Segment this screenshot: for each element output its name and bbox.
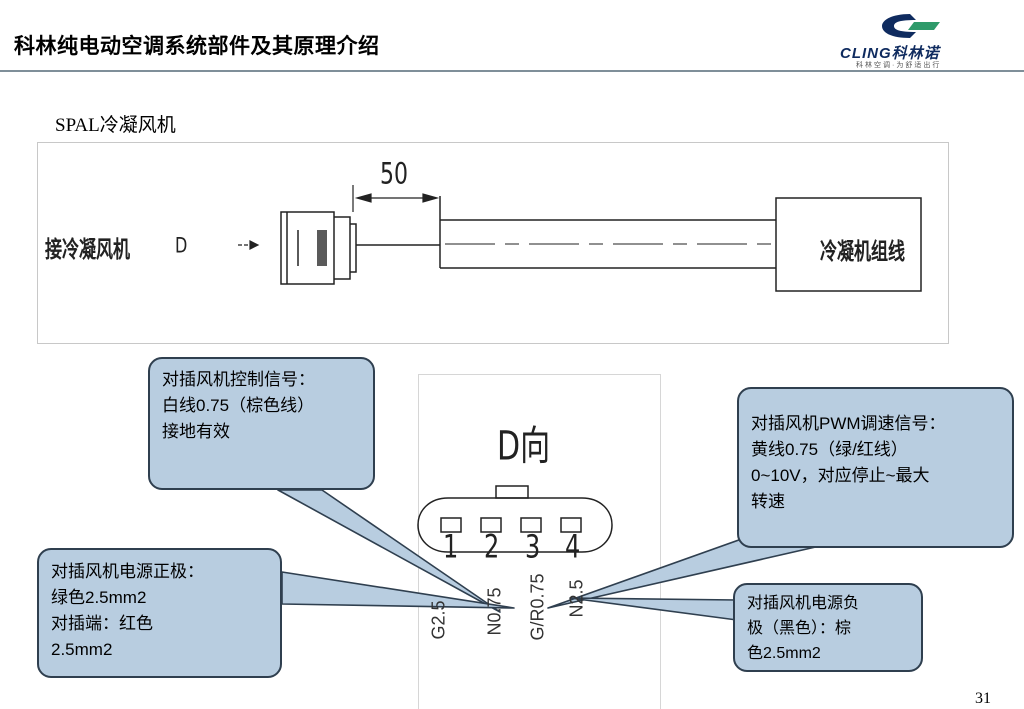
pin-number: 2 [484, 528, 500, 566]
fan-connector-shape [280, 211, 357, 285]
callout-line: 极（黑色）：棕 [747, 620, 852, 637]
condenser-end-label: 冷凝机组线 [820, 238, 905, 266]
cable-shape [356, 196, 776, 269]
power-negative-callout: 对插风机电源负 极（黑色）：棕 色2.5mm2 [733, 583, 923, 672]
page-number: 31 [975, 690, 991, 707]
callout-line: 对插端：红色 [51, 614, 153, 633]
power-positive-callout: 对插风机电源正极： 绿色2.5mm2 对插端：红色 2.5mm2 [37, 548, 282, 678]
company-logo: CLING科林诺 科林空调·为舒适出行 [840, 8, 1010, 69]
section-subtitle: SPAL冷凝风机 [55, 115, 176, 136]
view-direction-label: D向 [497, 422, 551, 471]
fan-harness-drawing-frame [37, 142, 949, 344]
condenser-box-shape [775, 197, 922, 292]
pin-number: 1 [443, 528, 459, 566]
logo-tagline: 科林空调·为舒适出行 [856, 62, 942, 69]
cling-logo-icon [882, 14, 940, 38]
wire-code-label: G2.5 [428, 600, 449, 640]
callout-line: 转速 [751, 492, 785, 511]
callout-line: 对插风机电源负 [747, 595, 860, 612]
header-divider [0, 70, 1024, 72]
logo-text: CLING [840, 45, 892, 62]
callout-line: 色2.5mm2 [747, 645, 821, 662]
dimension-label: 50 [380, 158, 408, 192]
wire-code-label: G/R0.75 [527, 573, 548, 641]
direction-arrow [238, 240, 260, 250]
wire-code-label: N2.5 [566, 579, 587, 618]
logo-chinese-text: 科林诺 [891, 45, 940, 62]
wire-code-label: N0.75 [484, 587, 505, 636]
connector-face-shape [417, 485, 613, 553]
callout-line: 0~10V，对应停止~最大 [751, 466, 930, 485]
fan-end-label: 接冷凝风机 [45, 236, 130, 264]
callout-line: 对插风机控制信号： [162, 370, 315, 389]
pin-number: 4 [565, 528, 581, 566]
control-signal-callout: 对插风机控制信号： 白线0.75（棕色线） 接地有效 [148, 357, 375, 490]
callout-line: 接地有效 [162, 422, 230, 441]
page-title: 科林纯电动空调系统部件及其原理介绍 [14, 34, 380, 58]
direction-marker-label: D [175, 232, 188, 258]
dimension-arrows [352, 185, 440, 212]
pin-number: 3 [525, 528, 541, 566]
callout-line: 绿色2.5mm2 [51, 588, 147, 607]
callout-line: 对插风机PWM调速信号： [751, 414, 946, 433]
callout-line: 黄线0.75（绿/红线） [751, 440, 908, 459]
callout-line: 2.5mm2 [51, 640, 113, 659]
connector-view-frame [418, 374, 661, 709]
pwm-signal-callout: 对插风机PWM调速信号： 黄线0.75（绿/红线） 0~10V，对应停止~最大 … [737, 387, 1014, 548]
callout-line: 白线0.75（棕色线） [162, 396, 315, 415]
callout-line: 对插风机电源正极： [51, 562, 204, 581]
